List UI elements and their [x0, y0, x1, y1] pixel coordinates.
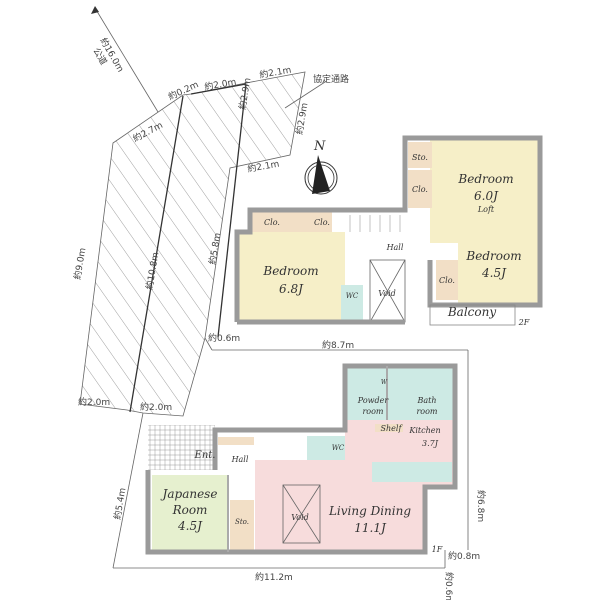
room-size: 4.5J	[481, 266, 507, 280]
hall-label: Hall	[386, 243, 404, 252]
bedroom-4-5	[458, 243, 540, 305]
powder-room-label: room	[362, 407, 383, 416]
washer-label: W	[381, 379, 388, 386]
bath-room-label: Bath	[416, 396, 436, 405]
bedroom-6-0	[430, 138, 540, 243]
floor-label: 2F	[518, 318, 530, 327]
room-name: Room	[172, 503, 208, 517]
powder-bath	[345, 366, 455, 420]
dim-label: 約5.4m	[111, 487, 128, 521]
closet-label: Clo.	[439, 276, 455, 285]
living-dining	[255, 420, 455, 550]
dim-label: 約9.0m	[71, 247, 88, 281]
agreement-road-label: 協定通路	[313, 73, 349, 85]
lot-boundary	[190, 83, 247, 95]
powder-room-label: Powder	[357, 396, 390, 405]
storage-label: Sto.	[235, 518, 249, 526]
dim-label: 約2.0m	[140, 401, 172, 413]
loft-label: Loft	[477, 205, 495, 214]
floor-label: 1F	[432, 545, 443, 554]
closet-label: Clo.	[412, 185, 428, 194]
lot-boundary	[217, 83, 247, 338]
japanese-room	[152, 475, 228, 550]
hall-label: Hall	[231, 455, 249, 464]
kitchen-label: Kitchen	[408, 426, 440, 435]
kitchen-size: 3.7J	[422, 439, 439, 448]
void-label: Void	[291, 513, 309, 522]
dim-label: 約0.6m	[208, 332, 240, 344]
room-name: Bedroom	[457, 172, 513, 186]
storage-label: Sto.	[412, 153, 428, 162]
lot-boundary	[129, 95, 184, 413]
room-name: Living Dining	[328, 504, 411, 518]
dim-label: 約2.0m	[78, 396, 110, 408]
north-compass-icon: N	[304, 139, 338, 195]
dim-label: 約8.7m	[322, 339, 354, 351]
dim-label: 約0.8m	[448, 550, 480, 562]
floor-2: Bedroom 6.8J Bedroom 6.0J Loft Bedroom 4…	[234, 135, 543, 327]
floor-1: Japanese Room 4.5J Living Dining 11.1J K…	[145, 363, 458, 555]
bedroom-6-8	[237, 232, 345, 322]
wc-label: WC	[332, 444, 345, 452]
road-direction-arrow	[94, 7, 159, 113]
site-plan: 約16.0m 公道 協定通路 約2.7m 約0.2m 約2.0m 約2.1m 約…	[71, 6, 487, 600]
dim-label: 約6.8m	[475, 490, 487, 522]
entrance-label: Ent.	[194, 450, 216, 461]
shelf-label: Shelf	[381, 424, 404, 433]
dim-label: 約11.2m	[255, 571, 293, 583]
void-label: Void	[378, 289, 396, 298]
balcony	[429, 304, 516, 326]
room-size: 11.1J	[354, 521, 387, 535]
room-name: Japanese	[160, 487, 218, 501]
balcony-label: Balcony	[447, 305, 496, 319]
dim-label: 約0.6m	[443, 572, 455, 600]
wc-2f	[341, 285, 363, 320]
wc-1f	[307, 436, 345, 460]
entrance-tile	[148, 425, 215, 470]
leader-line	[284, 81, 326, 109]
closet-label: Clo.	[264, 218, 280, 227]
kitchen-counter	[372, 462, 452, 482]
bath-room-label: room	[416, 407, 437, 416]
room-name: Bedroom	[465, 249, 521, 263]
lot-boundary	[112, 412, 144, 569]
closet-label: Clo.	[314, 218, 330, 227]
room-size: 4.5J	[177, 519, 203, 533]
wc-label: WC	[346, 292, 359, 300]
room-name: Bedroom	[262, 264, 318, 278]
room-size: 6.8J	[279, 282, 304, 296]
arrow-head-icon	[91, 6, 99, 14]
north-label: N	[313, 139, 326, 154]
room-size: 6.0J	[474, 189, 499, 203]
